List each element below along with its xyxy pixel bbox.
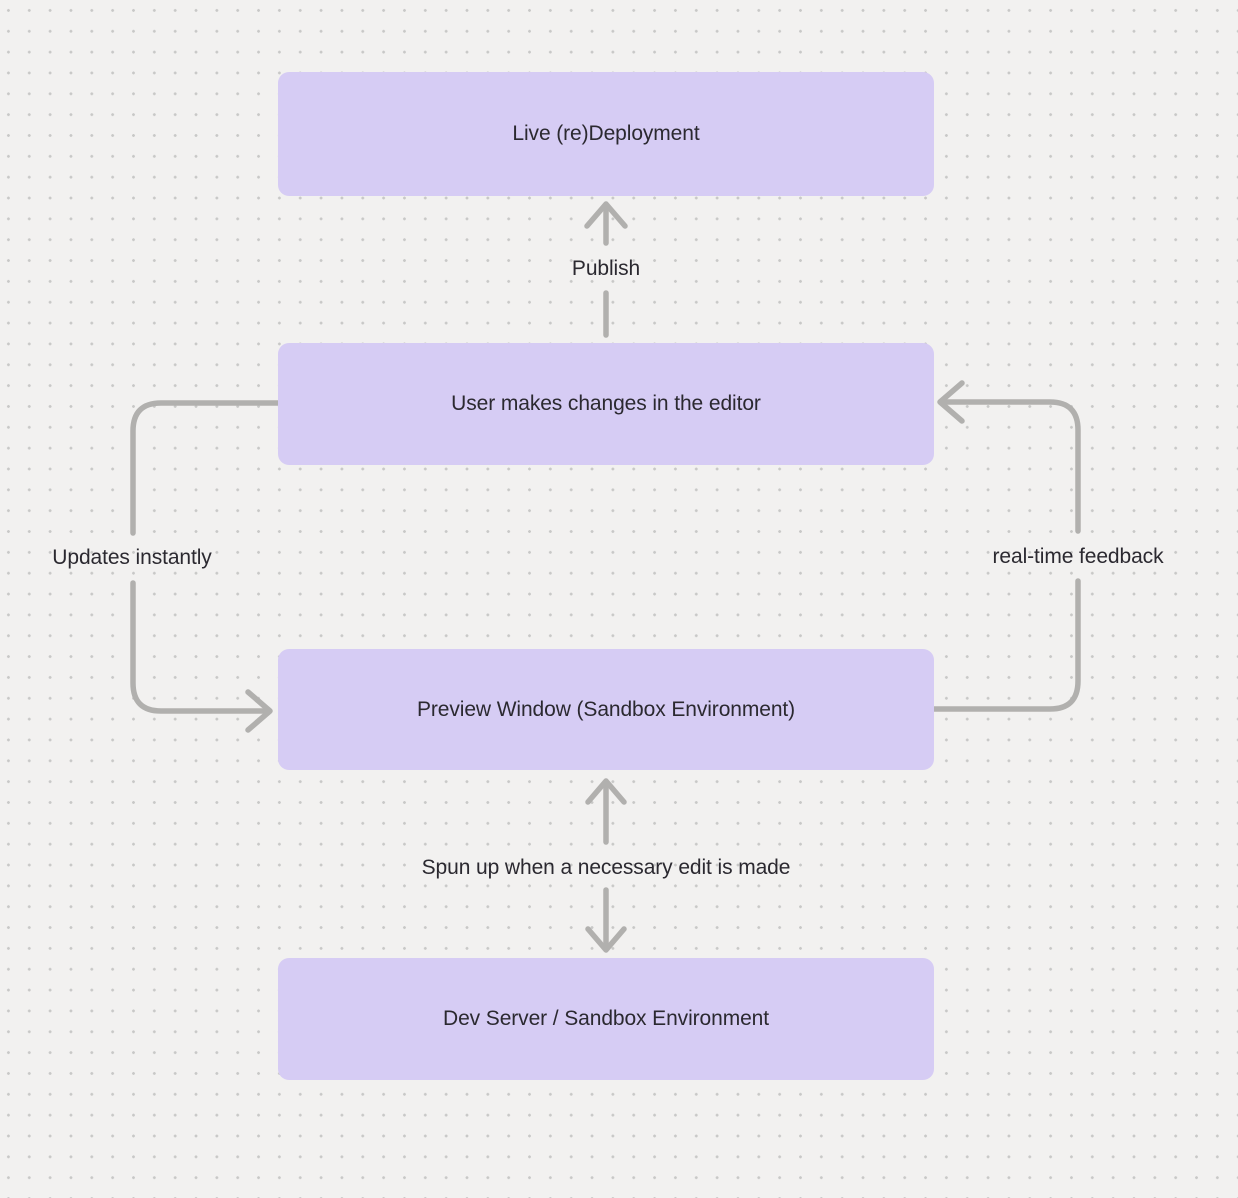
edge-realtime-arrowhead: [937, 380, 965, 424]
edge-updates-line-top: [130, 400, 281, 536]
node-dev-server-label: Dev Server / Sandbox Environment: [443, 1007, 769, 1030]
node-live-redeployment-label: Live (re)Deployment: [512, 122, 700, 145]
edge-label-spun-up: Spun up when a necessary edit is made: [421, 856, 791, 879]
edge-realtime-line-top: [940, 399, 1081, 534]
edge-label-publish: Publish: [571, 257, 641, 280]
edge-spun-up-arrowhead-up: [585, 778, 627, 805]
edge-realtime-feedback-arrow: [931, 380, 1081, 712]
edge-publish-arrow: [584, 201, 628, 338]
edge-realtime-line-bottom: [931, 578, 1081, 712]
edge-publish-arrowhead: [584, 201, 628, 229]
node-preview-window-label: Preview Window (Sandbox Environment): [416, 697, 796, 721]
edge-label-realtime-feedback: real-time feedback: [992, 545, 1164, 568]
edge-label-updates-instantly: Updates instantly: [52, 546, 212, 569]
edge-spun-up-arrow: [585, 778, 627, 953]
edge-updates-arrowhead: [245, 689, 273, 733]
node-user-editor-label: User makes changes in the editor: [451, 392, 761, 415]
edge-spun-up-arrowhead-down: [585, 926, 627, 953]
node-dev-server[interactable]: Dev Server / Sandbox Environment: [278, 958, 934, 1080]
node-live-redeployment[interactable]: Live (re)Deployment: [278, 72, 934, 196]
edge-updates-instantly-arrow: [130, 400, 281, 733]
node-preview-window[interactable]: Preview Window (Sandbox Environment): [278, 649, 934, 770]
edge-updates-line-bottom: [130, 580, 270, 714]
node-user-editor[interactable]: User makes changes in the editor: [278, 343, 934, 465]
